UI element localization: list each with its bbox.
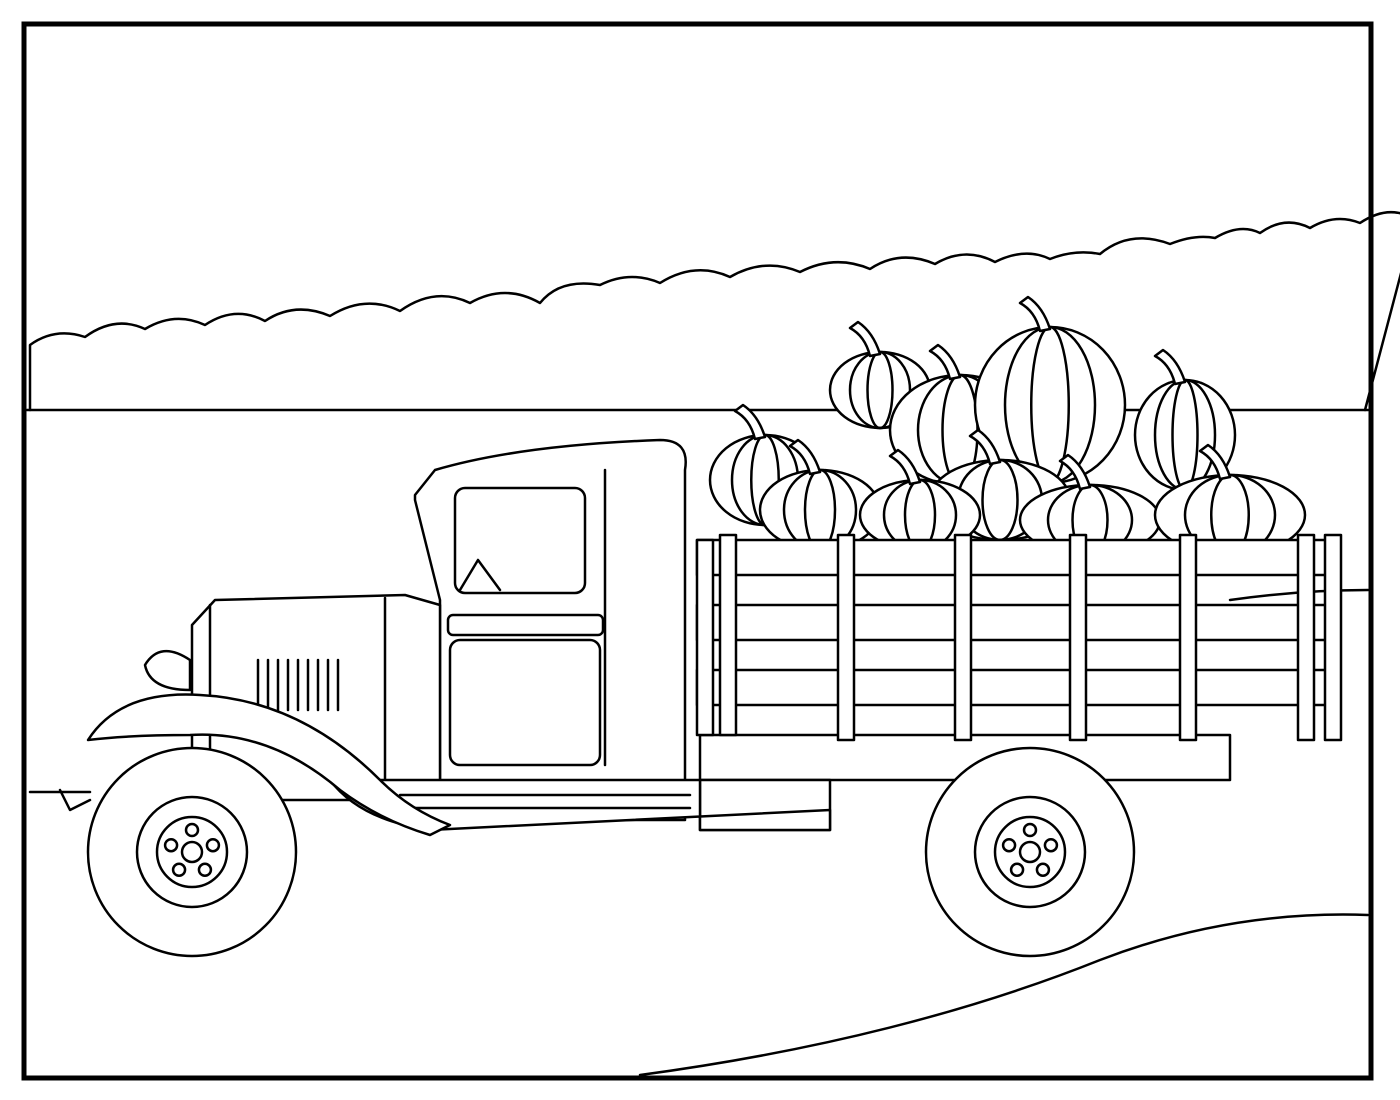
lug-nut-icon <box>1035 862 1051 878</box>
watermelon <box>858 448 982 552</box>
front-wheel <box>86 746 298 958</box>
watermelon-stem <box>788 438 822 476</box>
rail-post <box>695 538 715 737</box>
rail-board <box>695 668 1342 707</box>
lug-nut-icon <box>1022 822 1038 838</box>
lug-nut-icon <box>184 822 200 838</box>
rail-post <box>1323 533 1343 742</box>
watermelon-stem <box>928 343 962 381</box>
truck-window <box>453 486 587 595</box>
watermelon <box>1133 348 1237 492</box>
watermelons <box>708 295 1307 557</box>
watermelon <box>1018 453 1162 557</box>
truck <box>58 438 1343 958</box>
door-handle-bar <box>446 613 605 637</box>
lug-nut-icon <box>171 862 187 878</box>
rail-post <box>836 533 856 742</box>
rail-post <box>953 533 973 742</box>
watermelon-stem <box>733 403 767 441</box>
watermelon-stem <box>888 448 922 486</box>
lug-nut-icon <box>197 862 213 878</box>
rail-post <box>1296 533 1316 742</box>
rail-post <box>1178 533 1198 742</box>
hood-vents <box>256 658 340 712</box>
lug-nut-icon <box>1043 837 1059 853</box>
rear-wheel <box>924 746 1136 958</box>
lug-nut-icon <box>1009 862 1025 878</box>
watermelon-stem <box>1198 443 1232 481</box>
rail-post <box>718 533 738 737</box>
rail-post <box>1068 533 1088 742</box>
front-fender <box>86 693 452 837</box>
truck-door <box>448 638 602 767</box>
watermelon-stem <box>968 428 1002 466</box>
watermelon-stem <box>1153 348 1187 386</box>
rail-board <box>695 538 1342 577</box>
watermelon-stem <box>1058 453 1092 491</box>
truck-bed-rails <box>695 533 1343 742</box>
headlight <box>143 650 192 692</box>
lug-nut-icon <box>163 837 179 853</box>
lug-nut-icon <box>205 837 221 853</box>
rail-board <box>695 603 1342 642</box>
watermelon-stem <box>848 320 882 358</box>
watermelon-stem <box>1018 295 1052 333</box>
lug-nut-icon <box>1001 837 1017 853</box>
